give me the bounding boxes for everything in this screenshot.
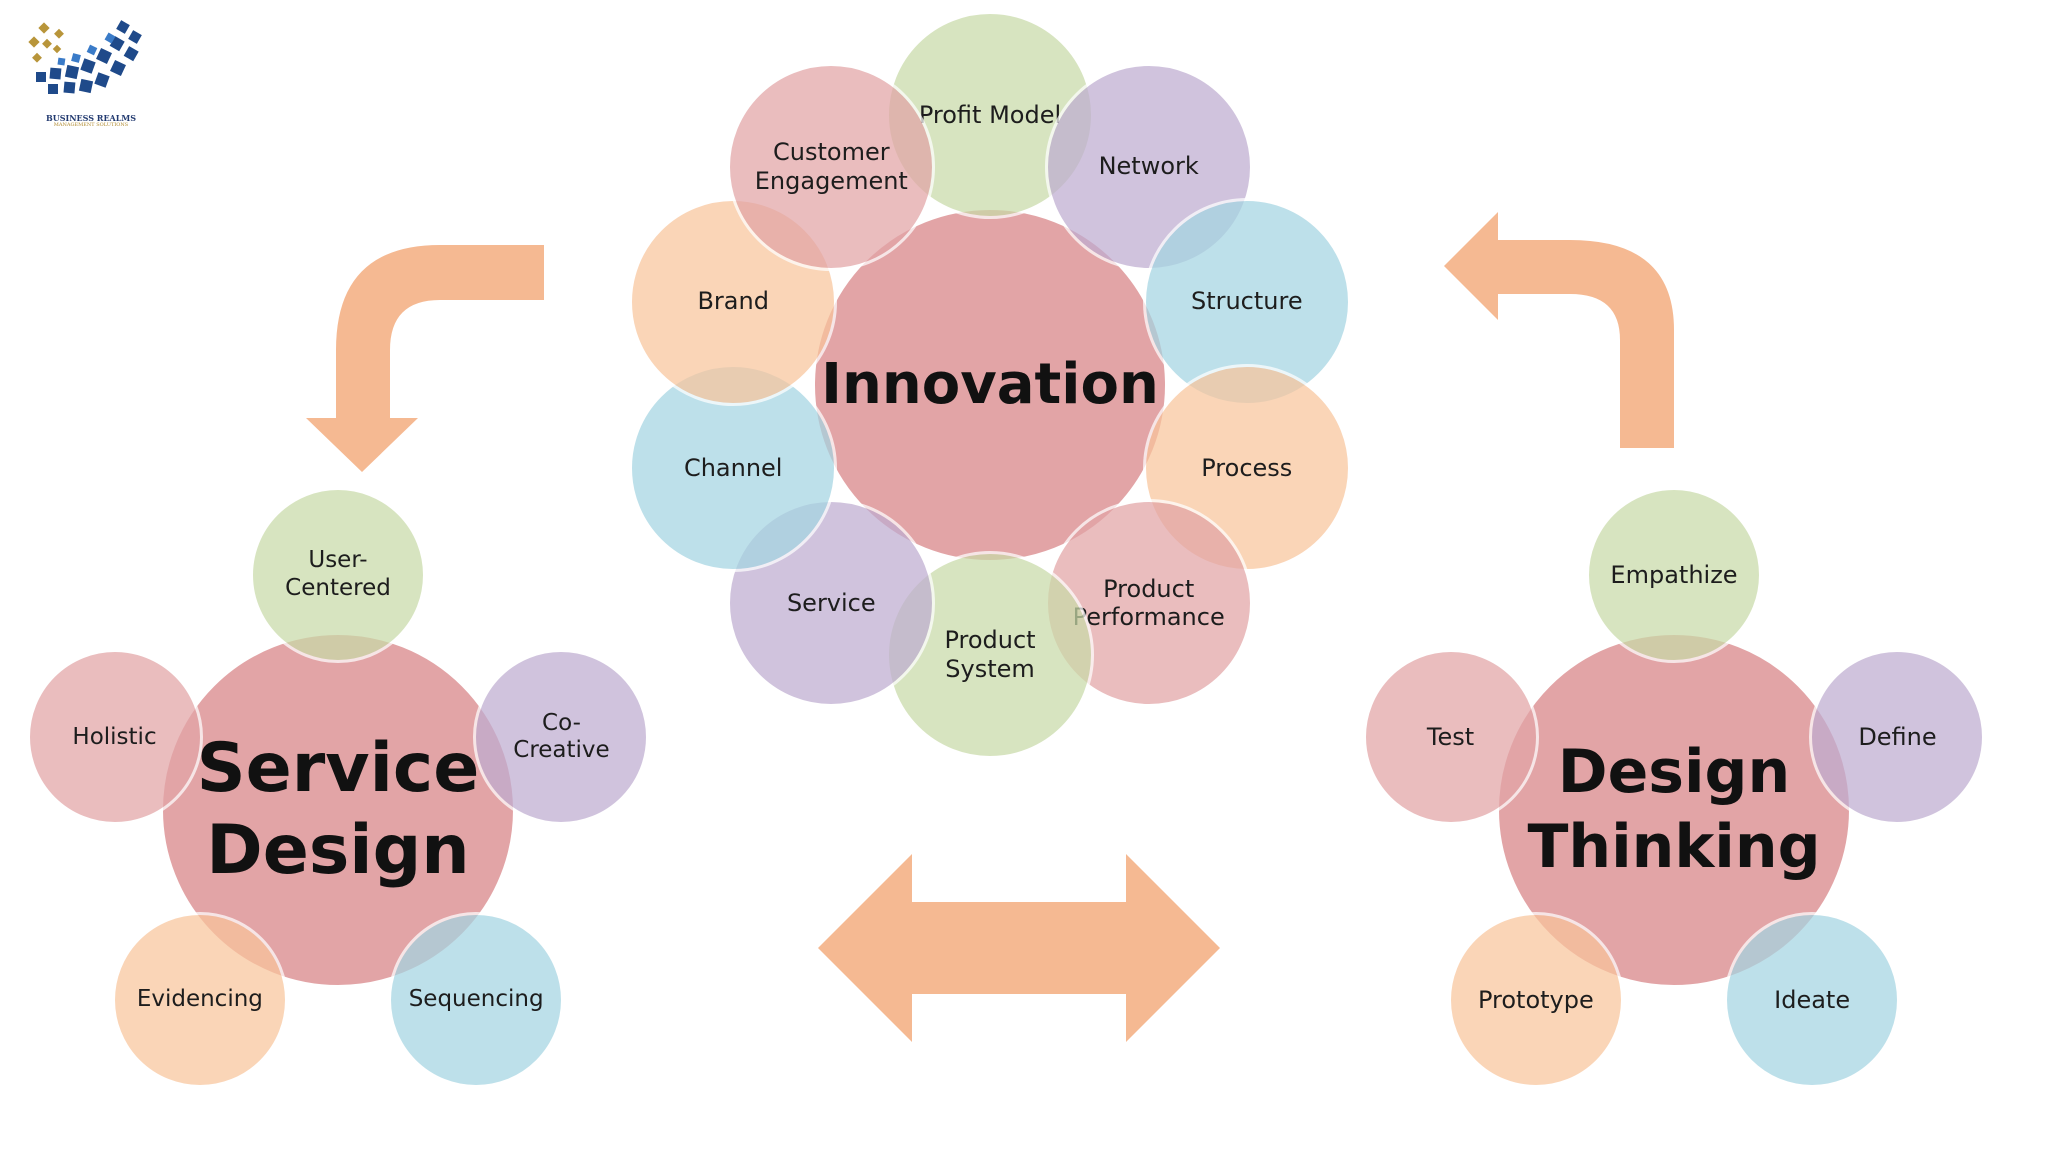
curved-arrow-up-left: [1444, 212, 1674, 448]
logo-tagline: MANAGEMENT SOLUTIONS: [53, 122, 129, 128]
petal-user-centered: [250, 487, 426, 663]
petal-define: [1809, 649, 1986, 826]
petal-sequencing: [388, 912, 565, 1089]
petal-channel: [629, 364, 838, 573]
petal-prototype: [1447, 912, 1624, 1089]
petal-empathize: [1586, 487, 1762, 663]
globe-grid-logo-icon: [28, 20, 142, 94]
petal-holistic: [26, 649, 203, 826]
petal-customer-engagement: [727, 62, 936, 271]
petal-evidencing: [111, 912, 288, 1089]
petal-co-creative: [473, 649, 650, 826]
innovation-center-circle: [812, 207, 1168, 563]
logo-company-name: BUSINESS REALMS: [45, 113, 137, 123]
petal-test: [1362, 649, 1539, 826]
curved-arrow-down-left: [306, 245, 544, 472]
double-arrow-horizontal: [818, 854, 1220, 1042]
petal-ideate: [1724, 912, 1901, 1089]
